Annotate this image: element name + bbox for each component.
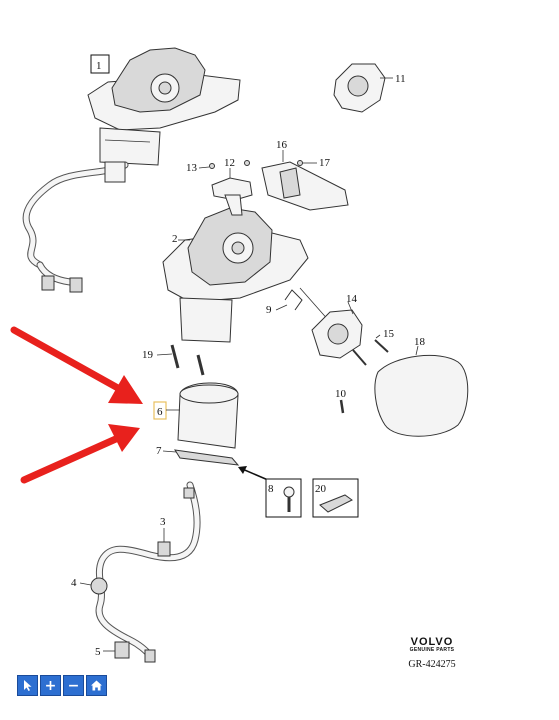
zoom-out-button[interactable]: − bbox=[63, 675, 84, 696]
callout-6: 6 bbox=[157, 406, 163, 418]
callout-4: 4 bbox=[71, 577, 77, 589]
screw-13 bbox=[209, 163, 215, 169]
callout-10: 10 bbox=[335, 388, 347, 400]
harness-upper bbox=[22, 161, 129, 293]
part-16-bracket: 16 17 bbox=[261, 139, 349, 211]
callout-12: 12 bbox=[224, 157, 235, 169]
part-11-motor: 11 bbox=[333, 63, 406, 113]
zoom-out-icon: − bbox=[67, 677, 80, 694]
part-5-connector bbox=[114, 641, 130, 659]
part-1-mirror-assembly: 1 bbox=[87, 47, 241, 166]
callout-20: 20 bbox=[315, 483, 327, 495]
brand-subtitle: GENUINE PARTS bbox=[409, 647, 455, 653]
part-2-mirror-base: 2 bbox=[162, 207, 309, 343]
part-15-screws: 15 bbox=[352, 328, 395, 366]
part-14-actuator: 14 bbox=[311, 293, 363, 359]
pointer-button[interactable] bbox=[17, 675, 38, 696]
diagram-reference: GR-424275 bbox=[408, 659, 456, 670]
callout-5: 5 bbox=[95, 646, 101, 658]
part-19-screws: 19 bbox=[142, 344, 205, 376]
callout-18: 18 bbox=[414, 336, 426, 348]
callout-11: 11 bbox=[395, 73, 406, 85]
callout-1-box bbox=[90, 54, 110, 74]
callout-13: 13 bbox=[186, 162, 198, 174]
part-8-box: 8 bbox=[265, 478, 302, 518]
zoom-in-button[interactable]: + bbox=[40, 675, 61, 696]
part-12-bracket: 12 13 bbox=[186, 157, 253, 216]
callout-1: 1 bbox=[96, 60, 102, 72]
callout-17: 17 bbox=[319, 157, 331, 169]
callout-15: 15 bbox=[383, 328, 395, 340]
diagram-toolbar: + − bbox=[17, 675, 107, 696]
brand-block: VOLVO GENUINE PARTS GR-424275 bbox=[400, 636, 464, 670]
part-10-screw: 10 bbox=[335, 388, 347, 414]
part-9-clip: 9 bbox=[266, 287, 331, 323]
home-button[interactable] bbox=[86, 675, 107, 696]
pointer-icon bbox=[24, 680, 32, 691]
zoom-in-icon: + bbox=[44, 677, 57, 694]
brand-logo: VOLVO bbox=[410, 636, 454, 648]
part-18-mirror-glass: 18 bbox=[374, 336, 469, 437]
callout-2: 2 bbox=[172, 233, 178, 245]
part-7-gasket: 7 bbox=[156, 445, 269, 481]
callout-9: 9 bbox=[266, 304, 272, 316]
callout-19: 19 bbox=[142, 349, 154, 361]
callout-16: 16 bbox=[276, 139, 288, 151]
part-20-box: 20 bbox=[312, 478, 359, 518]
harness-lower: 3 4 5 bbox=[71, 481, 201, 663]
callout-14: 14 bbox=[346, 293, 358, 305]
red-arrows bbox=[10, 326, 143, 484]
part-3-clip bbox=[157, 541, 171, 557]
home-icon bbox=[91, 680, 102, 691]
callout-6-highlight bbox=[153, 401, 167, 420]
part-4-grommet bbox=[90, 577, 108, 595]
callout-7: 7 bbox=[156, 445, 162, 457]
part-6-cover: 6 bbox=[153, 382, 239, 449]
callout-8: 8 bbox=[268, 483, 274, 495]
callout-3: 3 bbox=[160, 516, 166, 528]
